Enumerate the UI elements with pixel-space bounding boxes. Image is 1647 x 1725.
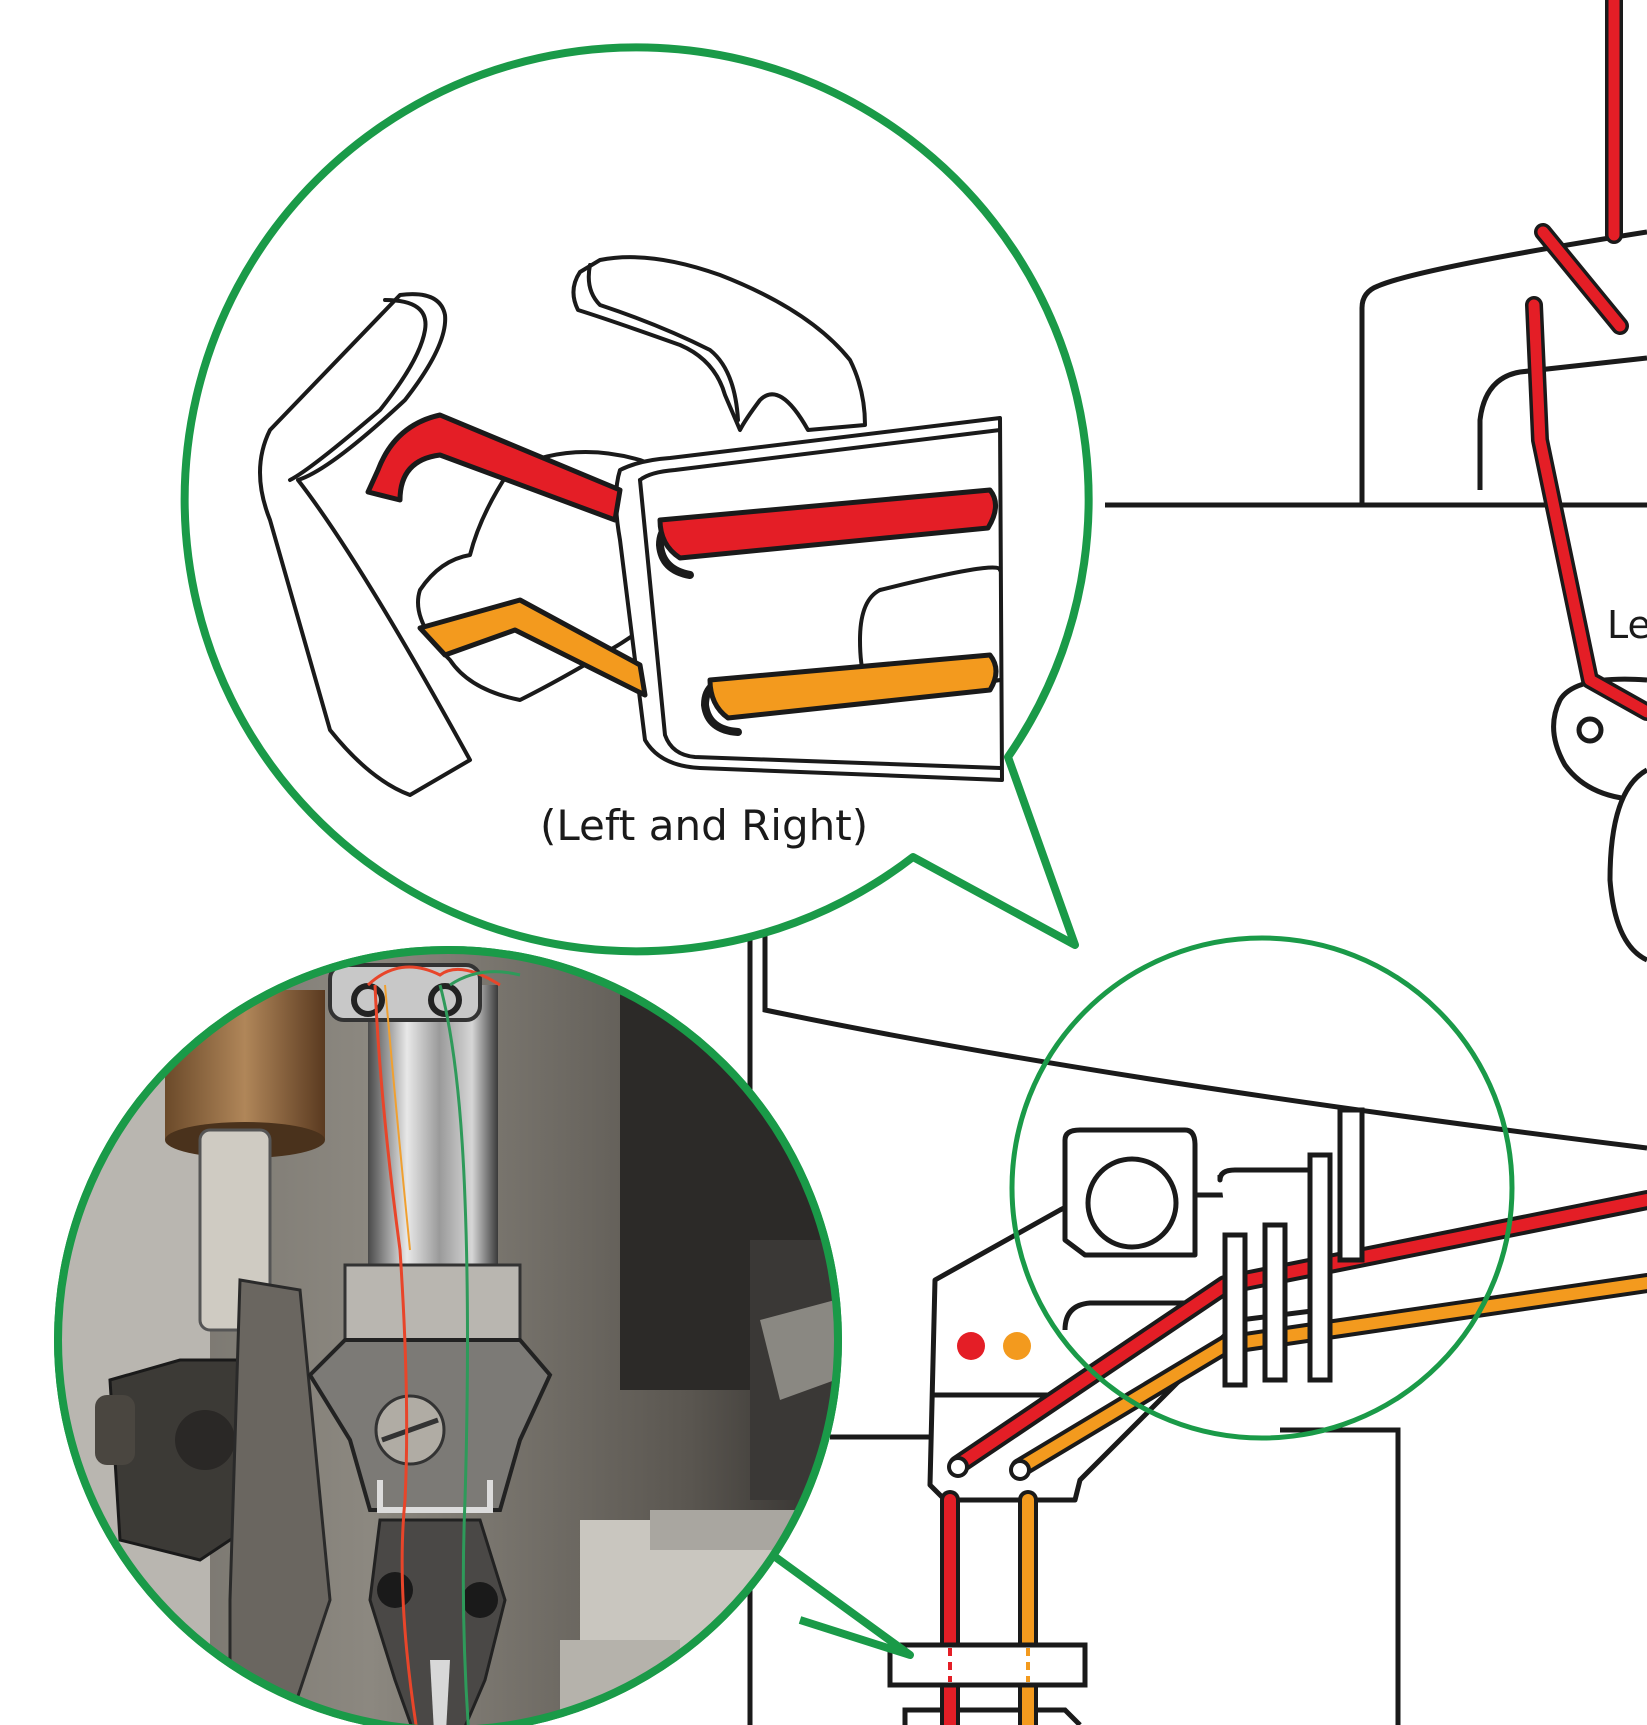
callout-caption: (Left and Right) (540, 801, 868, 850)
guide-post-overlays (1222, 1107, 1365, 1388)
red-thread-dot (957, 1332, 985, 1360)
presser-clamp (887, 1642, 1088, 1688)
photo-bubble-border (54, 946, 842, 1725)
guide-focus-circle (1009, 935, 1515, 1441)
upper-red-thread (1525, 0, 1647, 721)
thread-eyelets (947, 1456, 1031, 1481)
needle-closeup-photo (58, 950, 838, 1725)
partial-side-label: Le (1607, 603, 1647, 647)
orange-thread-dot (1003, 1332, 1031, 1360)
enlarged-threads (365, 412, 999, 721)
tension-disc-partial (1551, 676, 1647, 963)
